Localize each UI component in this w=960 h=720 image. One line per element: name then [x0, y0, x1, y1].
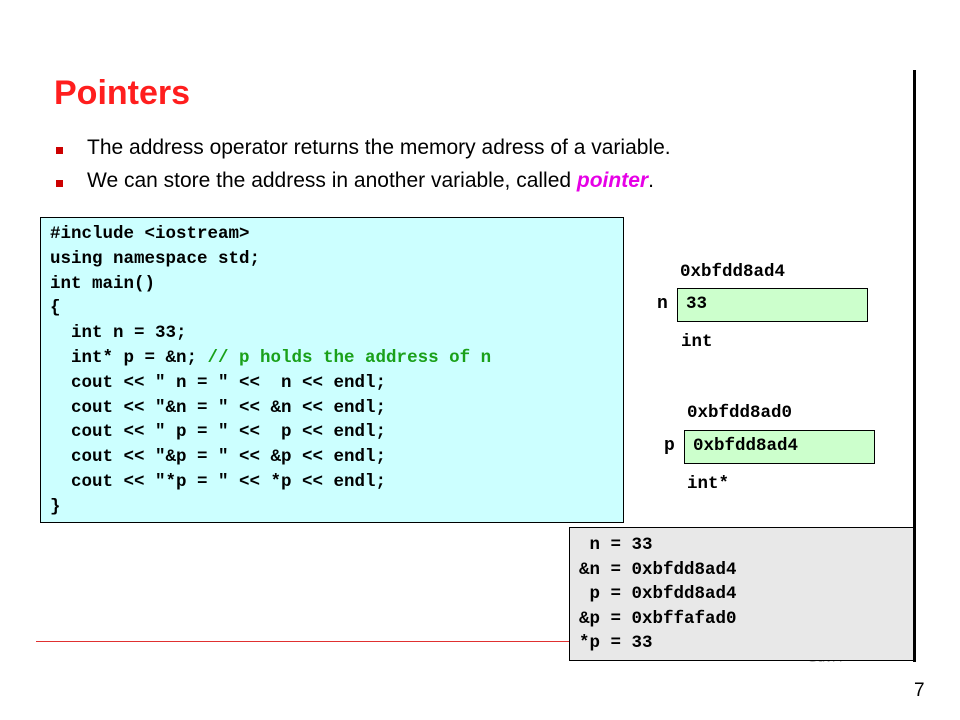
footer-divider [36, 641, 576, 642]
code-line: } [50, 495, 623, 520]
code-text: #include <iostream> [50, 224, 250, 244]
output-line: p = 0xbfdd8ad4 [579, 584, 737, 604]
output-line: n = 33 [579, 535, 653, 555]
code-comment: // p holds the address of n [207, 347, 492, 368]
bullet-text: We can store the address in another vari… [87, 169, 577, 192]
output-line: &p = 0xbffafad0 [579, 608, 737, 629]
code-line: cout << "&n = " << &n << endl; [50, 396, 623, 421]
code-line: int main() [50, 272, 623, 297]
page-number: 7 [914, 680, 925, 701]
code-line: int n = 33; [50, 321, 623, 346]
code-line: cout << " p = " << p << endl; [50, 420, 623, 445]
p-variable-name: p [664, 436, 675, 456]
slide-title: Pointers [54, 74, 191, 112]
program-output: n = 33 &n = 0xbfdd8ad4 p = 0xbfdd8ad4 &p… [569, 527, 914, 661]
n-variable-name: n [657, 294, 668, 314]
code-text: } [50, 496, 61, 517]
code-listing: #include <iostream> using namespace std;… [40, 217, 624, 523]
code-line: using namespace std; [50, 247, 623, 272]
bullet-item: We can store the address in another vari… [54, 169, 671, 202]
p-memory-cell: 0xbfdd8ad4 [684, 430, 875, 464]
code-text: cout << " p = " << p << endl; [50, 422, 387, 443]
code-text: int* p = &n; [50, 347, 208, 368]
n-type-label: int [681, 332, 713, 352]
right-border-line [913, 70, 916, 662]
code-line: cout << " n = " << n << endl; [50, 371, 623, 396]
n-address-label: 0xbfdd8ad4 [680, 262, 786, 282]
n-memory-cell: 33 [677, 288, 868, 322]
bullet-suffix: . [648, 169, 654, 192]
code-text: int n = 33; [50, 323, 187, 344]
code-text: cout << " n = " << n << endl; [50, 372, 387, 393]
code-line: #include <iostream> [50, 222, 623, 247]
code-line: cout << "*p = " << *p << endl; [50, 470, 623, 495]
bullet-list: The address operator returns the memory … [54, 136, 671, 202]
code-line: { [50, 296, 623, 321]
code-line: int* p = &n; // p holds the address of n [50, 346, 623, 371]
code-text: cout << "&n = " << &n << endl; [50, 397, 387, 418]
bullet-item: The address operator returns the memory … [54, 136, 671, 169]
code-text: int main() [50, 273, 156, 294]
code-line: cout << "&p = " << &p << endl; [50, 445, 623, 470]
bullet-text: The address operator returns the memory … [87, 136, 671, 159]
p-address-label: 0xbfdd8ad0 [687, 403, 793, 423]
code-text: using namespace std; [50, 248, 261, 269]
output-line: *p = 33 [579, 633, 653, 653]
code-text: cout << "*p = " << *p << endl; [50, 471, 387, 492]
square-bullet-icon [56, 147, 63, 154]
pointer-term: pointer [576, 169, 649, 192]
code-text: { [50, 298, 61, 319]
square-bullet-icon [56, 180, 63, 187]
output-line: &n = 0xbfdd8ad4 [579, 559, 737, 580]
code-text: cout << "&p = " << &p << endl; [50, 447, 387, 468]
p-type-label: int* [687, 474, 730, 494]
